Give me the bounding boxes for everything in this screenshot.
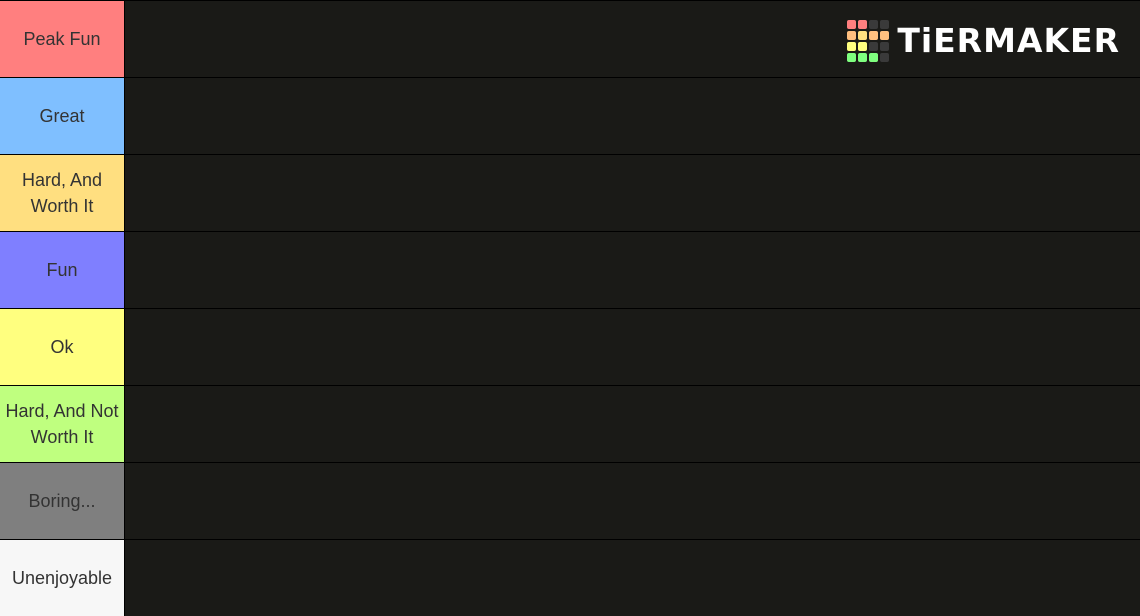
tiermaker-grid-icon <box>847 20 890 62</box>
tier-row: Fun <box>0 232 1140 308</box>
tier-dropzone[interactable] <box>125 155 1140 231</box>
tier-label-peak-fun[interactable]: Peak Fun <box>0 1 124 77</box>
logo-grid-cell <box>858 53 868 62</box>
tier-dropzone[interactable] <box>125 540 1140 616</box>
tier-label-fun[interactable]: Fun <box>0 232 124 308</box>
tier-row: Hard, And Worth It <box>0 155 1140 231</box>
logo-grid-cell <box>869 31 879 40</box>
tier-dropzone[interactable] <box>125 1 1140 77</box>
logo-grid-cell <box>880 42 890 51</box>
logo-grid-cell <box>869 42 879 51</box>
tier-label-unenjoyable[interactable]: Unenjoyable <box>0 540 124 616</box>
tier-dropzone[interactable] <box>125 386 1140 462</box>
tier-label-great[interactable]: Great <box>0 78 124 154</box>
tiermaker-logo: TiERMAKER <box>847 20 1120 62</box>
tier-row: Great <box>0 78 1140 154</box>
logo-grid-cell <box>869 53 879 62</box>
logo-grid-cell <box>847 53 857 62</box>
tier-row: Ok <box>0 309 1140 385</box>
logo-grid-cell <box>858 20 868 29</box>
logo-grid-cell <box>847 31 857 40</box>
tier-row: Hard, And Not Worth It <box>0 386 1140 462</box>
tier-dropzone[interactable] <box>125 78 1140 154</box>
logo-grid-cell <box>880 53 890 62</box>
tier-row: Unenjoyable <box>0 540 1140 616</box>
tier-row: Boring... <box>0 463 1140 539</box>
logo-grid-cell <box>880 20 890 29</box>
tier-row: Peak Fun <box>0 1 1140 77</box>
tier-label-hard-and-worth-it[interactable]: Hard, And Worth It <box>0 155 124 231</box>
logo-grid-cell <box>847 42 857 51</box>
logo-grid-cell <box>847 20 857 29</box>
tier-dropzone[interactable] <box>125 463 1140 539</box>
tier-dropzone[interactable] <box>125 232 1140 308</box>
tier-label-ok[interactable]: Ok <box>0 309 124 385</box>
logo-grid-cell <box>869 20 879 29</box>
logo-grid-cell <box>858 42 868 51</box>
logo-grid-cell <box>880 31 890 40</box>
tier-label-hard-and-not-worth-it[interactable]: Hard, And Not Worth It <box>0 386 124 462</box>
tiermaker-wordmark: TiERMAKER <box>897 21 1120 60</box>
tier-label-boring[interactable]: Boring... <box>0 463 124 539</box>
tier-dropzone[interactable] <box>125 309 1140 385</box>
logo-grid-cell <box>858 31 868 40</box>
